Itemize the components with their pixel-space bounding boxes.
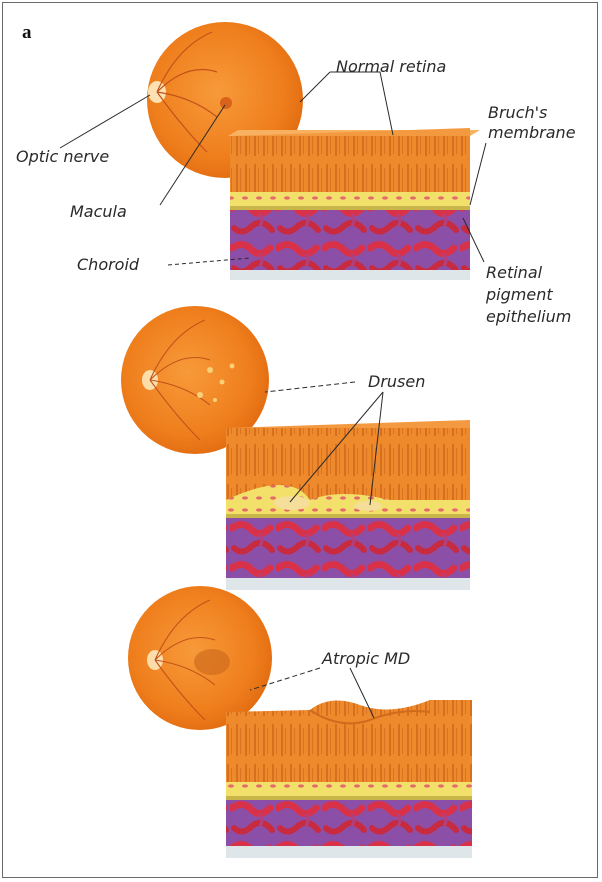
label-atrophic-md: Atropic MD — [322, 650, 410, 668]
label-rpe-line2: pigment — [486, 286, 553, 304]
label-normal-retina: Normal retina — [336, 58, 446, 76]
label-optic-nerve: Optic nerve — [16, 148, 109, 166]
label-macula: Macula — [70, 203, 127, 221]
label-bruchs-line1: Bruch's — [488, 104, 547, 122]
label-rpe-line1: Retinal — [486, 264, 542, 282]
label-rpe-line3: epithelium — [486, 308, 571, 326]
label-bruchs-line2: membrane — [488, 124, 576, 142]
atrophic-fundus — [128, 586, 272, 730]
label-choroid: Choroid — [77, 256, 139, 274]
drusen-retina-block — [226, 420, 470, 590]
label-drusen: Drusen — [368, 373, 425, 391]
atrophic-retina-block — [226, 700, 472, 858]
normal-retina-block — [228, 128, 480, 280]
